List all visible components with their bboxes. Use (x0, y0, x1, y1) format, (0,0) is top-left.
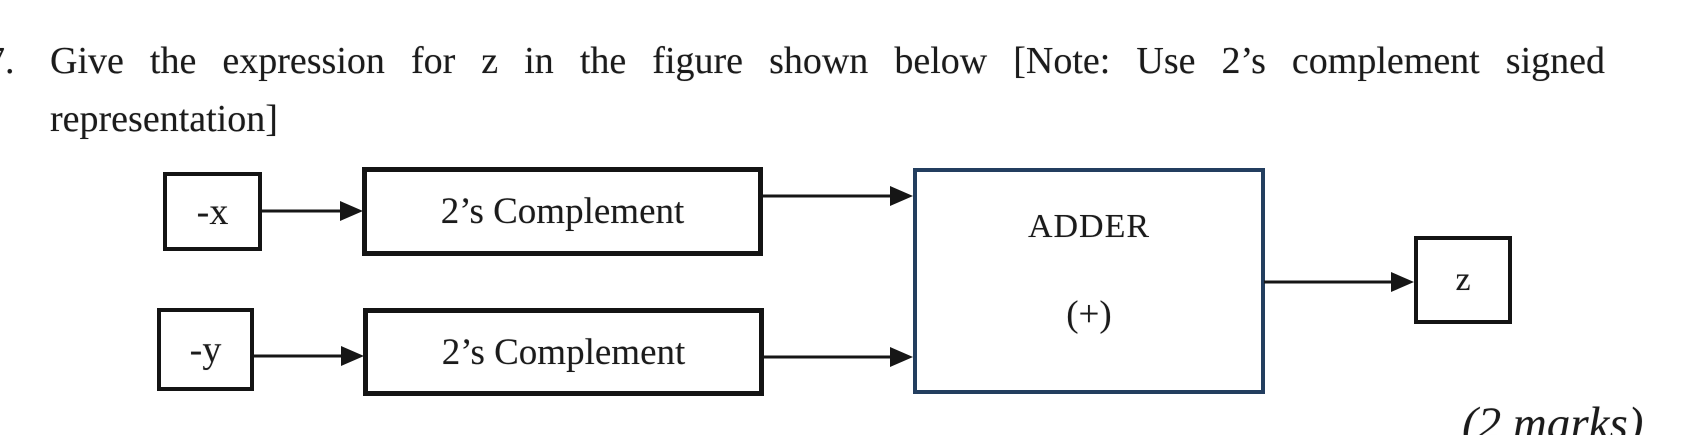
adder-box: ADDER (+) (913, 168, 1265, 394)
input-x-box: -x (163, 172, 262, 251)
input-y-label: -y (189, 328, 222, 371)
arrow-head-adder-to-z (1391, 272, 1414, 292)
input-x-label: -x (196, 190, 229, 233)
arrow-head-x-to-complement (340, 201, 363, 221)
adder-plus-symbol: (+) (1066, 294, 1112, 335)
twos-complement-top-box: 2’s Complement (362, 167, 763, 256)
input-y-box: -y (157, 308, 254, 391)
output-z-box: z (1414, 236, 1512, 324)
question-number: 7. (0, 40, 15, 82)
question-text: Give the expression for z in the figure … (50, 36, 1605, 144)
arrow-head-y-to-complement (341, 346, 364, 366)
marks-note: (2 marks) (1462, 398, 1644, 435)
question-line-2: representation] (50, 98, 278, 140)
arrow-head-complement-top-to-adder (890, 186, 913, 206)
arrow-head-complement-bottom-to-adder (890, 347, 913, 367)
twos-complement-top-label: 2’s Complement (440, 191, 685, 232)
twos-complement-bottom-box: 2’s Complement (363, 308, 764, 396)
question-line-1: Give the expression for z in the figure … (50, 40, 1605, 82)
twos-complement-bottom-label: 2’s Complement (441, 331, 686, 373)
adder-title: ADDER (1027, 208, 1151, 245)
output-z-label: z (1455, 261, 1471, 298)
